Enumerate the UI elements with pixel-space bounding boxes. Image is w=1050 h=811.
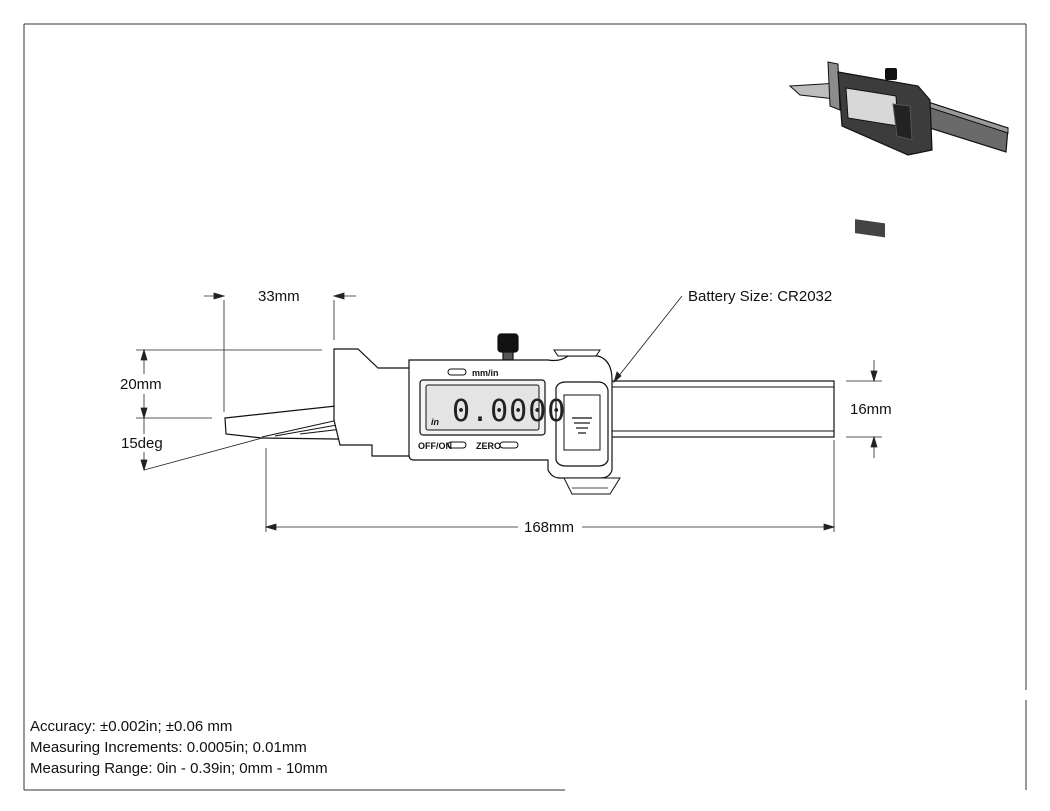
battery-callout: Battery Size: CR2032 <box>688 288 832 305</box>
zero-button <box>499 441 519 449</box>
spec-increments: Measuring Increments: 0.0005in; 0.01mm <box>30 739 307 756</box>
isometric-thumbnail <box>788 61 1009 238</box>
lcd-reading: 0.0000 <box>452 394 566 429</box>
dimension-lines <box>136 292 882 532</box>
spec-notes: Accuracy: ±0.002in; ±0.06 mm Measuring I… <box>30 716 328 779</box>
lcd-unit: in <box>431 417 440 427</box>
spec-accuracy: Accuracy: ±0.002in; ±0.06 mm <box>30 718 233 735</box>
thumb-screw <box>497 333 519 353</box>
unit-button-label: mm/in <box>472 368 499 378</box>
drawing-frame <box>23 23 1027 791</box>
power-button <box>447 441 467 449</box>
reference-jaw <box>333 348 411 457</box>
spec-range: Measuring Range: 0in - 0.39in; 0mm - 10m… <box>30 760 328 777</box>
dim-blade-height: 20mm <box>120 376 162 393</box>
zero-button-label: ZERO <box>476 441 501 451</box>
dim-beam-height: 16mm <box>850 401 892 418</box>
dim-tip-length: 33mm <box>258 288 300 305</box>
unit-button <box>447 368 467 376</box>
dim-overall-length: 168mm <box>524 519 574 536</box>
dim-tip-angle: 15deg <box>121 435 163 452</box>
depth-gauge-front-view <box>224 333 835 495</box>
power-button-label: OFF/ON <box>418 441 452 451</box>
lcd-screen <box>425 384 540 431</box>
